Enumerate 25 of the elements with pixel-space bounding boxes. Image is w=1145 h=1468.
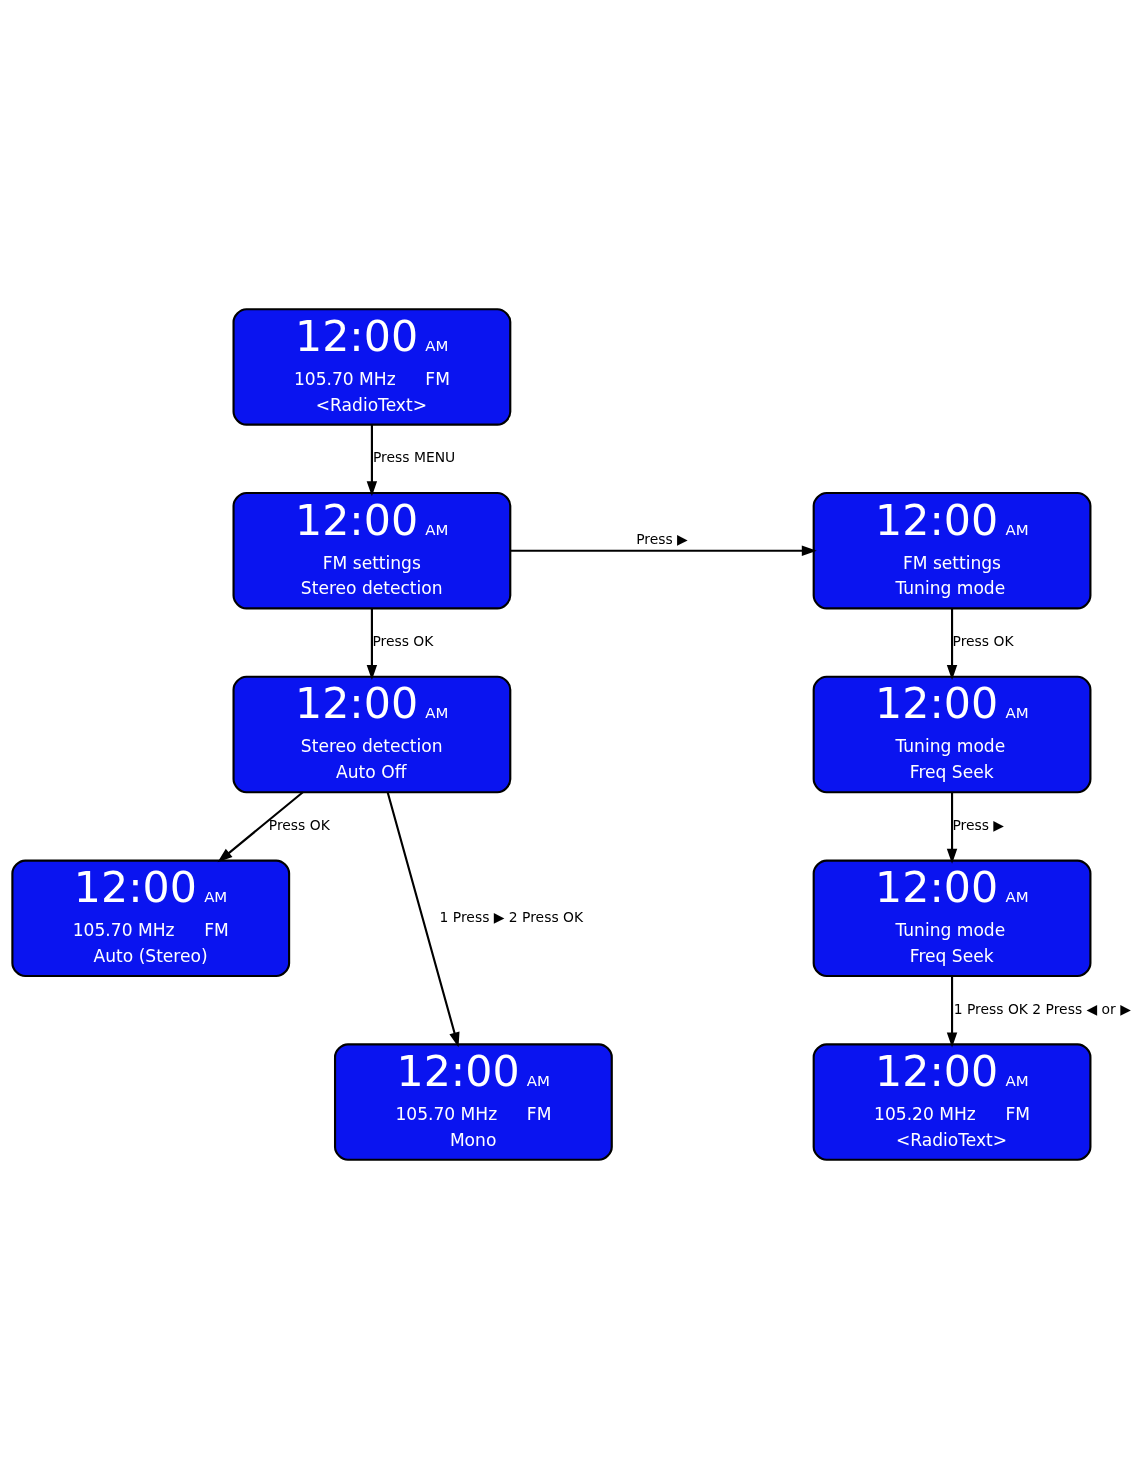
arrow <box>510 545 817 556</box>
edge-label: 1 Press ▶ 2 Press OK <box>439 908 584 925</box>
edge-label: 1 Press OK 2 Press ◀ or ▶ <box>953 1000 1131 1017</box>
edge-label: Press OK <box>268 816 330 833</box>
edge-label: Press MENU <box>373 448 456 465</box>
node-box: 12:00 AM Stereo detection Auto Off <box>232 675 512 793</box>
node-box: 12:00 AM FM settings Tuning mode <box>812 491 1092 609</box>
arrow <box>386 791 460 1047</box>
edge-label: Press ▶ <box>952 816 1005 833</box>
edge-label: Press OK <box>952 632 1014 649</box>
arrow <box>946 975 958 1047</box>
arrow <box>946 608 958 680</box>
arrow <box>366 608 378 680</box>
edge-label: Press OK <box>372 632 434 649</box>
edge-label: Press ▶ <box>636 530 688 547</box>
node-box: 12:00 AM FM settings Stereo detection <box>232 491 512 609</box>
arrow <box>946 792 958 864</box>
node-box: 12:00 AM 105.70 MHz FM <RadioText> <box>232 307 512 426</box>
node-box: 12:00 AM 105.20 MHz FM <RadioText> <box>812 1042 1092 1161</box>
arrow <box>217 790 304 862</box>
node-box: 12:00 AM Tuning mode Freq Seek <box>812 859 1092 977</box>
node-box: 12:00 AM Tuning mode Freq Seek <box>812 675 1092 793</box>
node-box: 12:00 AM 105.70 MHz FM Mono <box>334 1042 613 1161</box>
node-box: 12:00 AM 105.70 MHz FM Auto (Stereo) <box>11 859 291 977</box>
arrow <box>366 424 378 496</box>
